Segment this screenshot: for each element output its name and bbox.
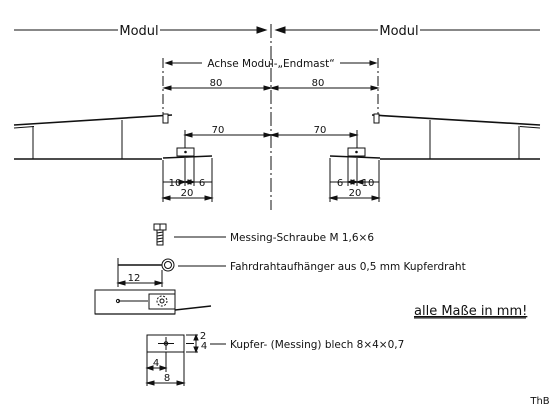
left-mast-frame: [13, 113, 173, 160]
hanger-dim-12: 12: [128, 273, 141, 284]
hanger-icon: [116, 258, 175, 287]
assembly-detail: [94, 289, 212, 315]
hanger-label: Fahrdrahtaufhänger aus 0,5 mm Kupferdrah…: [230, 261, 466, 273]
signature: ThB: [529, 396, 549, 407]
plate-label: Kupfer- (Messing) blech 8×4×0,7: [230, 339, 404, 351]
plate-dim-4-bottom: 4: [153, 358, 159, 369]
axis-label: Achse Modul-„Endmast“: [207, 58, 334, 70]
dim-right-70: 70: [314, 125, 327, 136]
plate-dim-8: 8: [164, 373, 170, 384]
plate-dim-4-side: 4: [201, 341, 207, 352]
right-contact-wire: [329, 155, 381, 159]
module-dimension-line: [14, 26, 540, 34]
half-width-dimension: [162, 58, 380, 120]
left-module-label: Modul: [119, 24, 158, 39]
right-mast-frame: [371, 113, 541, 160]
dim-left-70: 70: [212, 125, 225, 136]
dim-right-6: 6: [337, 178, 343, 189]
right-small-dimensions: [328, 157, 381, 202]
left-clamp-block: [176, 147, 195, 157]
dim-right-80: 80: [312, 78, 325, 89]
left-contact-wire: [162, 155, 213, 159]
dim-left-20: 20: [181, 188, 194, 199]
plate-icon: [145, 333, 199, 386]
units-note: alle Maße in mm!: [414, 304, 527, 319]
right-module-label: Modul: [379, 24, 418, 39]
dim-left-6: 6: [199, 178, 205, 189]
left-small-dimensions: [161, 157, 214, 202]
right-clamp-block: [347, 147, 366, 157]
screw-icon: [153, 223, 167, 246]
dim-right-20: 20: [349, 188, 362, 199]
clamp-distance-dimension: [183, 130, 359, 148]
axis-label-leaders: [164, 60, 378, 66]
dim-left-10: 10: [169, 178, 182, 189]
dim-left-80: 80: [210, 78, 223, 89]
plate-dim-2: 2: [200, 331, 206, 342]
screw-label: Messing-Schraube M 1,6×6: [230, 232, 374, 244]
dim-right-10: 10: [362, 178, 375, 189]
